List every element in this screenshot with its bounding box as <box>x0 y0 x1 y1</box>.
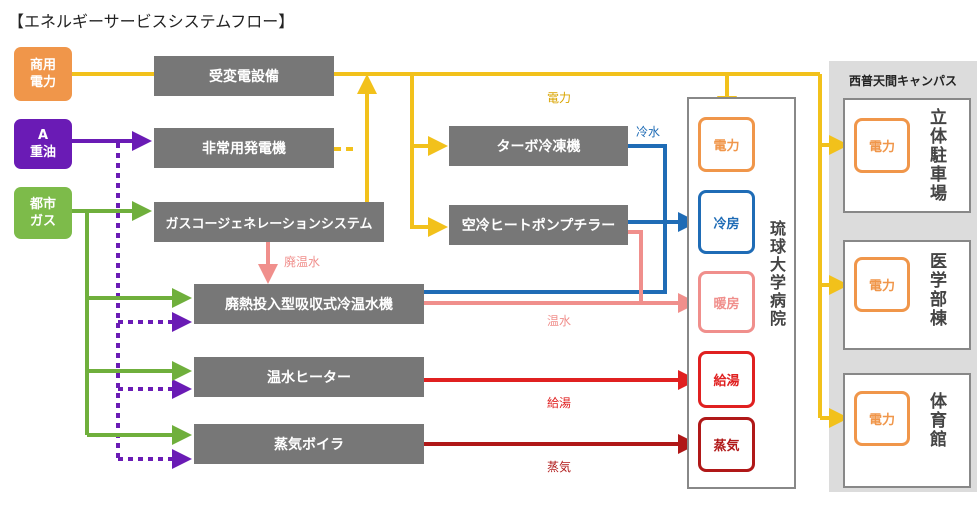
flow-label-steam: 蒸気 <box>547 460 572 474</box>
flow-label-hot-water: 温水 <box>547 314 572 328</box>
building-medical-service: 電力 <box>854 257 910 312</box>
hospital-service-heating: 暖房 <box>698 271 755 333</box>
equipment-water-heater: 温水ヒーター <box>194 357 424 397</box>
power-lines <box>72 72 849 428</box>
flow-label-hot-water-supply: 給湯 <box>547 396 572 410</box>
equipment-absorption-chiller: 廃熱投入型吸収式冷温水機 <box>194 284 424 324</box>
flow-label-waste-heat: 廃温水 <box>284 255 321 269</box>
hospital-name: 琉球大学病院 <box>767 220 786 328</box>
building-medical-name: 医学部棟 <box>926 252 946 328</box>
hospital-service-hot-water-supply: 給湯 <box>698 351 755 408</box>
supply-lines <box>424 370 698 454</box>
gas-lines <box>72 201 192 445</box>
building-gym-name: 体育館 <box>926 392 946 449</box>
source-commercial-power: 商用 電力 <box>14 47 72 101</box>
hospital-service-cooling: 冷房 <box>698 190 755 254</box>
source-heavy-oil: A 重油 <box>14 119 72 169</box>
hot-water-lines <box>258 230 698 313</box>
equipment-cogeneration: ガスコージェネレーションシステム <box>154 202 384 242</box>
chilled-water-lines <box>424 144 698 294</box>
source-city-gas: 都市 ガス <box>14 187 72 239</box>
equipment-emergency-generator: 非常用発電機 <box>154 128 334 168</box>
campus-title: 西普天間キャンパス <box>848 74 957 88</box>
equipment-air-heat-pump: 空冷ヒートポンプチラー <box>449 205 628 245</box>
page-title: 【エネルギーサービスシステムフロー】 <box>8 12 295 31</box>
building-parking-service: 電力 <box>854 118 910 173</box>
flow-label-chilled-water: 冷水 <box>636 125 661 139</box>
equipment-substation: 受変電設備 <box>154 56 334 96</box>
flow-label-electricity: 電力 <box>547 91 572 105</box>
building-parking-name: 立体駐車場 <box>926 108 946 203</box>
oil-lines <box>72 131 192 469</box>
building-gym-service: 電力 <box>854 391 910 446</box>
hospital-service-power: 電力 <box>698 117 755 172</box>
hospital-service-steam: 蒸気 <box>698 417 755 472</box>
equipment-steam-boiler: 蒸気ボイラ <box>194 424 424 464</box>
equipment-turbo-chiller: ターボ冷凍機 <box>449 126 628 166</box>
